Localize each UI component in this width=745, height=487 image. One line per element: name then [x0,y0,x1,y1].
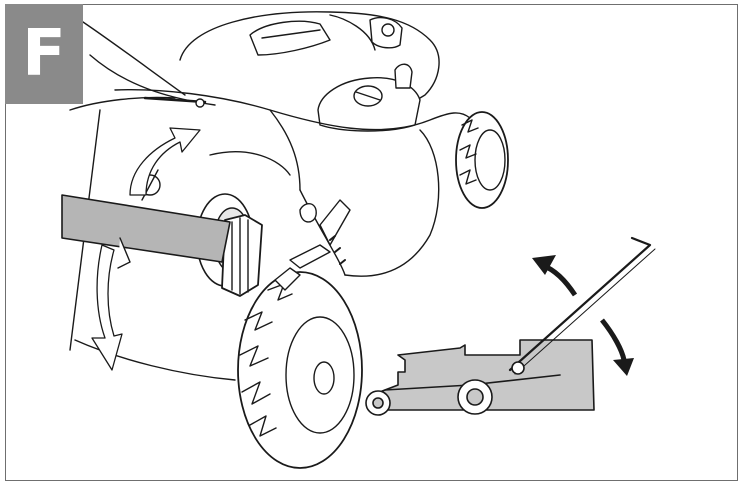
step-label-badge: F [5,4,83,104]
lever-arrow-up [129,127,201,196]
lever-arrow-up [532,255,578,297]
lever-arrow-down [91,244,123,371]
mower-deck [69,19,471,381]
height-adjust-knob [196,193,351,297]
wheel-icon [455,111,509,209]
wheel-icon [237,271,363,469]
mower-side-view [365,236,656,416]
engine-housing [179,11,440,132]
lever-arrow-down [600,318,634,376]
